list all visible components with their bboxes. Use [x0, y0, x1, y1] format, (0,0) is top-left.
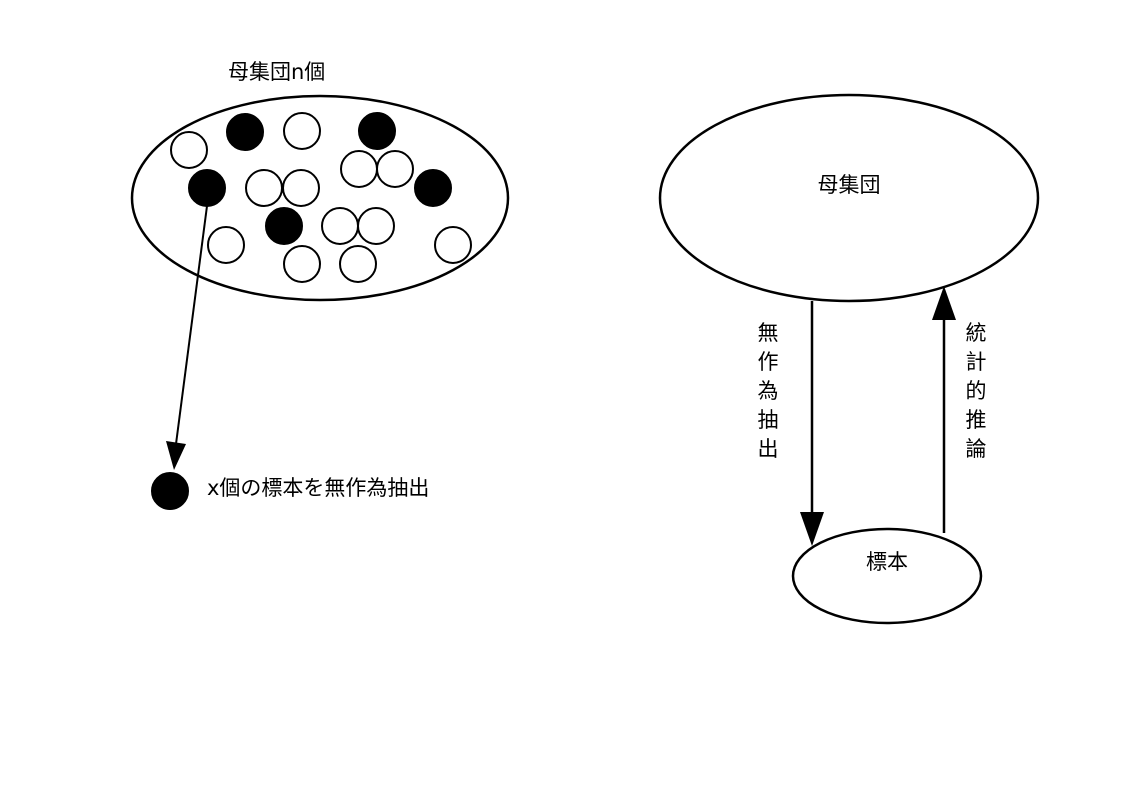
statistical-inference-label-char: 推: [966, 408, 987, 432]
empty-member: [283, 245, 321, 283]
statistical-inference-label-char: 論: [966, 437, 987, 461]
random-extraction-label-char: 無: [758, 321, 779, 345]
random-extraction-arrowhead: [800, 512, 824, 546]
filled-member: [358, 112, 396, 150]
filled-member: [414, 169, 452, 207]
population-ellipse-left: [130, 94, 510, 302]
empty-member: [245, 169, 283, 207]
empty-member: [339, 245, 377, 283]
filled-member: [188, 169, 226, 207]
sample-caption: x個の標本を無作為抽出: [207, 476, 429, 500]
empty-member: [282, 169, 320, 207]
sample-ellipse: [791, 527, 983, 625]
random-extraction-label-char: 作: [758, 350, 779, 374]
empty-member: [357, 207, 395, 245]
inference-arrowhead: [932, 286, 956, 320]
random-extraction-label-char: 抽: [758, 408, 779, 432]
statistical-inference-label-char: 的: [966, 379, 987, 403]
empty-member: [170, 131, 208, 169]
empty-member: [340, 150, 378, 188]
random-extraction-label-char: 為: [758, 379, 779, 403]
extraction-arrow-shaft: [175, 205, 208, 445]
extracted-sample-dot: [151, 472, 189, 510]
empty-member: [376, 150, 414, 188]
empty-member: [321, 207, 359, 245]
extraction-arrowhead: [166, 441, 186, 470]
population-ellipse-right: [658, 93, 1040, 303]
random-extraction-label: 無作為抽出: [758, 321, 779, 461]
population-members: [170, 112, 472, 283]
sample-label: 標本: [866, 550, 908, 574]
population-label: 母集団: [818, 173, 881, 197]
filled-member: [265, 207, 303, 245]
population-n-title: 母集団n個: [228, 60, 325, 84]
statistical-inference-label-char: 計: [966, 350, 987, 374]
empty-member: [434, 226, 472, 264]
empty-member: [207, 226, 245, 264]
filled-member: [226, 113, 264, 151]
empty-member: [283, 112, 321, 150]
random-extraction-label-char: 出: [758, 437, 779, 461]
statistical-inference-label-char: 統: [966, 321, 987, 345]
